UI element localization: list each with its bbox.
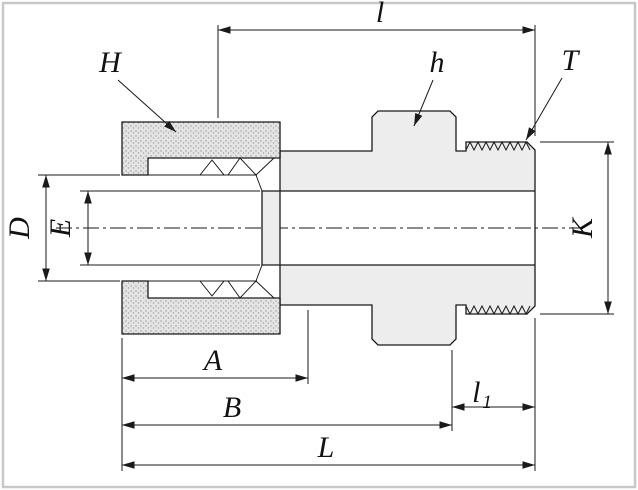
- dim-label-L: L: [317, 431, 335, 464]
- dim-label-A: A: [202, 344, 223, 377]
- nut-shape-lower: [121, 280, 281, 335]
- dim-label-l1-subscript: 1: [482, 392, 492, 413]
- body-shape: [261, 110, 536, 346]
- seat-cone-top: [255, 157, 275, 176]
- extension-lines: [38, 25, 614, 471]
- back-ferrule-top: [198, 159, 226, 176]
- dim-label-T: T: [562, 44, 581, 77]
- back-ferrule-bottom: [198, 280, 226, 297]
- nut-shape-upper: [121, 121, 281, 176]
- dim-label-E: E: [44, 219, 77, 238]
- thread-teeth-bottom: [465, 304, 531, 316]
- seat-cone-bottom: [255, 280, 275, 299]
- leader-H: [117, 79, 177, 133]
- dim-label-l1-base: l: [472, 376, 480, 409]
- leader-T: [525, 77, 563, 141]
- dim-label-l: l: [376, 0, 384, 29]
- front-ferrule-top: [227, 157, 258, 176]
- dim-label-H: H: [98, 46, 123, 79]
- front-ferrule-bottom: [227, 280, 258, 299]
- leader-h: [413, 79, 434, 127]
- dim-label-D: D: [3, 217, 36, 240]
- dim-label-h: h: [430, 46, 445, 79]
- thread-teeth-top: [465, 140, 531, 152]
- bore-step-top: [255, 174, 263, 192]
- bore-step-bottom: [255, 264, 263, 282]
- dim-label-B: B: [223, 391, 241, 424]
- dim-label-K: K: [566, 216, 599, 239]
